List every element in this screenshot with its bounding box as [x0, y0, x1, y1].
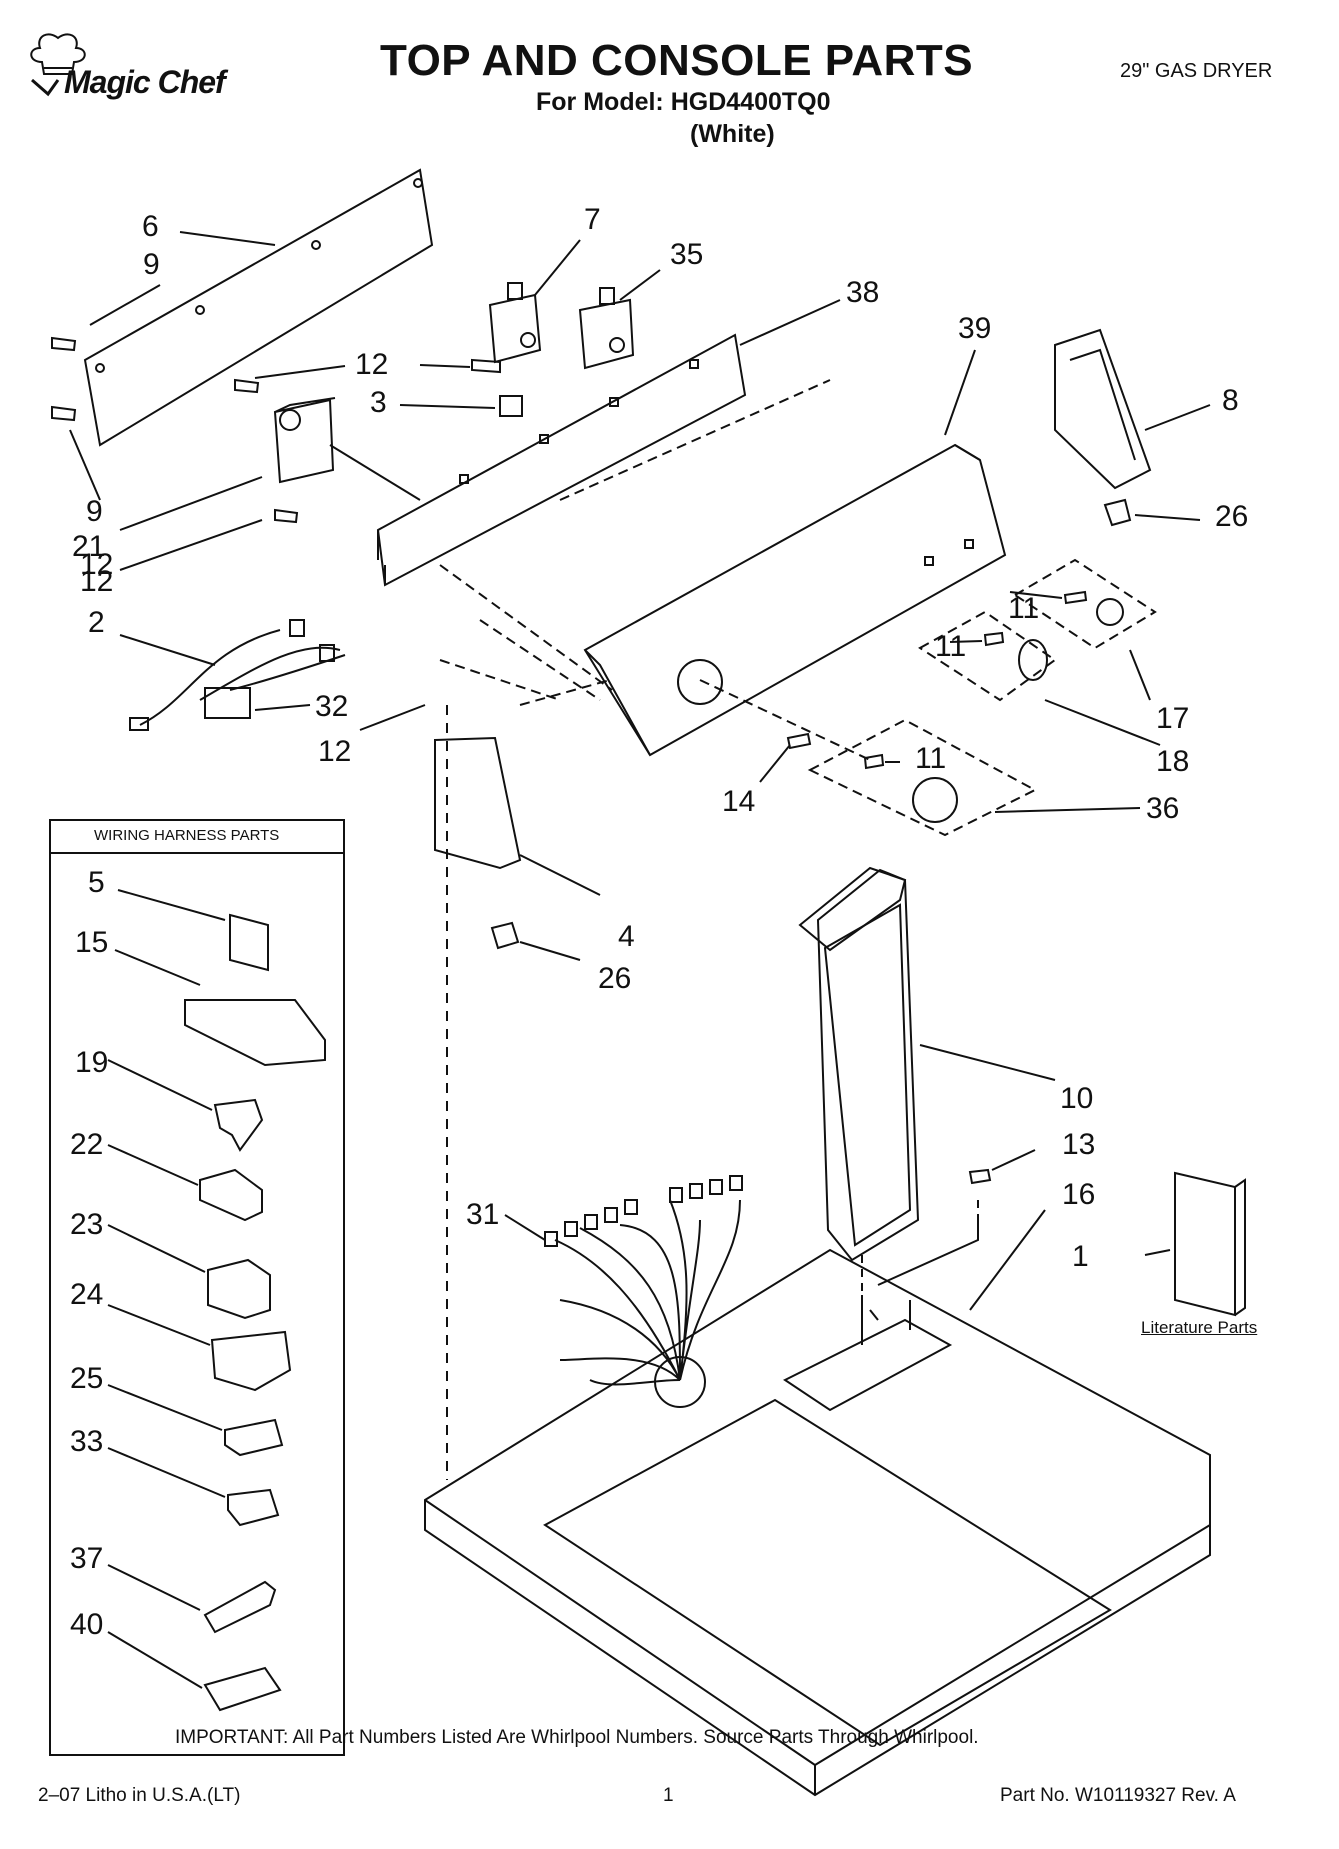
callout-1: 1 [1072, 1240, 1089, 1273]
brand-name: Magic Chef [64, 64, 226, 100]
callout-39: 39 [958, 312, 992, 345]
part-40-connector [203, 1666, 282, 1712]
part-9-screw-top [51, 336, 77, 352]
part-1-literature [1174, 1171, 1246, 1317]
brand-logo: Magic Chef [18, 28, 318, 108]
callout-32: 32 [315, 690, 349, 723]
part-37-terminal [203, 1580, 277, 1634]
callout-18: 18 [1156, 745, 1190, 778]
callout-31: 31 [466, 1198, 500, 1231]
part-7-switch [488, 293, 542, 364]
callout-9a: 9 [143, 248, 160, 281]
callout-11a: 11 [1008, 592, 1040, 625]
part-33-connector [227, 1488, 280, 1527]
part-39-console-panel [583, 443, 1007, 757]
part-36-timer-knob [912, 777, 958, 823]
part-35-switch [578, 298, 635, 370]
part-26-clip-bottom [490, 921, 520, 950]
literature-label: Literature Parts [1141, 1318, 1258, 1337]
page-number: 1 [663, 1785, 674, 1806]
part-18-knob [1018, 639, 1048, 681]
callout-23: 23 [70, 1208, 104, 1241]
callout-12c: 12 [80, 565, 114, 598]
part-11-pin-a [1063, 590, 1088, 605]
callout-12d: 12 [318, 735, 352, 768]
callout-14: 14 [722, 785, 756, 818]
part-6-bracket [83, 168, 434, 447]
callout-26b: 26 [598, 962, 632, 995]
page-title: TOP AND CONSOLE PARTS [380, 36, 974, 85]
part-24-connector [210, 1330, 292, 1392]
part-12-screw-a [234, 378, 260, 394]
callout-9b: 9 [86, 495, 103, 528]
litho-line: 2–07 Litho in U.S.A.(LT) [38, 1785, 241, 1806]
part-12-screw-c [274, 508, 299, 524]
part-6-hole [413, 178, 423, 188]
callout-3: 3 [370, 386, 387, 419]
part-10-lint-screen [816, 868, 920, 1262]
appliance-type: 29" GAS DRYER [1120, 60, 1273, 82]
wiring-box-title: WIRING HARNESS PARTS [94, 827, 280, 844]
callout-2: 2 [88, 606, 105, 639]
callout-12a: 12 [355, 348, 389, 381]
part-38-console-bracket [376, 333, 747, 587]
callout-4: 4 [618, 920, 635, 953]
callout-26a: 26 [1215, 500, 1249, 533]
callout-10: 10 [1060, 1082, 1094, 1115]
callout-38: 38 [846, 276, 880, 309]
part-8-end-cap [1054, 328, 1152, 490]
part-19-clip [213, 1098, 264, 1152]
part-21-timer [273, 397, 336, 484]
chef-hat-icon [30, 33, 86, 97]
callout-13: 13 [1062, 1128, 1096, 1161]
important-note: IMPORTANT: All Part Numbers Listed Are W… [175, 1727, 979, 1748]
callout-40: 40 [70, 1608, 104, 1641]
part-3-block [499, 395, 523, 417]
callout-8: 8 [1222, 384, 1239, 417]
part-31-wire-bundle [554, 1199, 741, 1386]
part-number: Part No. W10119327 Rev. A [1000, 1785, 1236, 1806]
callout-25: 25 [70, 1362, 104, 1395]
color-line: (White) [690, 120, 775, 148]
callout-35: 35 [670, 238, 704, 271]
callout-33: 33 [70, 1425, 104, 1458]
part-11-pin-c [863, 753, 885, 770]
part-14-screw [786, 732, 812, 750]
part-13-screw [968, 1168, 992, 1185]
callout-24: 24 [70, 1278, 104, 1311]
part-26-clip-top [1103, 498, 1132, 527]
callout-17: 17 [1156, 702, 1190, 735]
part-9-screw-bottom [51, 405, 77, 422]
callout-15: 15 [75, 926, 109, 959]
part-5-connector [229, 913, 269, 972]
callout-22: 22 [70, 1128, 104, 1161]
callout-19: 19 [75, 1046, 109, 1079]
part-15-connector-block [184, 999, 326, 1067]
model-line: For Model: HGD4400TQ0 [536, 88, 831, 116]
wiring-harness-box [49, 819, 345, 1756]
part-11-pin-b [983, 631, 1005, 647]
part-16-top-panel [424, 1248, 1211, 1797]
callout-12b: 12 [80, 548, 114, 581]
part-32-connector [204, 687, 251, 719]
leader-lines [69, 231, 1211, 1689]
callout-11c: 11 [915, 742, 947, 775]
part-4-end-cap [434, 736, 522, 870]
part-25-connector [224, 1418, 284, 1457]
part-23-connector [207, 1258, 271, 1320]
callout-37: 37 [70, 1542, 104, 1575]
callout-36: 36 [1146, 792, 1180, 825]
callout-16: 16 [1062, 1178, 1096, 1211]
callout-7: 7 [584, 203, 601, 236]
part-22-connector [199, 1168, 263, 1222]
callout-6: 6 [142, 210, 159, 243]
callout-11b: 11 [935, 630, 967, 663]
part-12-screw-b [471, 358, 501, 374]
part-17-knob [1096, 598, 1124, 626]
callout-21: 21 [72, 530, 106, 563]
callout-5: 5 [88, 866, 105, 899]
